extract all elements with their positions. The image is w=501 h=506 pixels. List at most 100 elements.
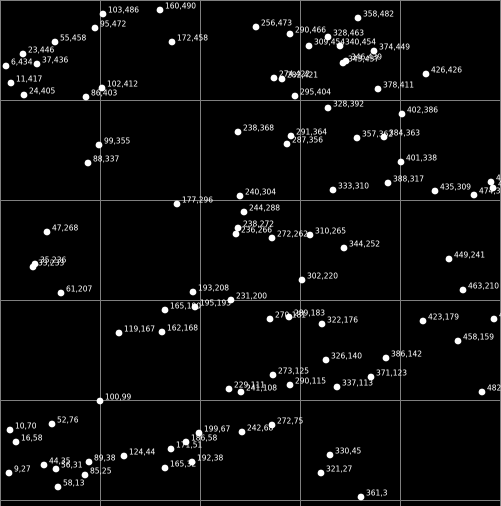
data-label: 56,31 [61, 461, 83, 470]
data-point [29, 263, 37, 271]
data-point [287, 132, 295, 140]
data-label: 24,405 [29, 87, 55, 96]
data-label: 238,368 [243, 124, 274, 133]
data-point [291, 92, 299, 100]
data-label: 282,421 [287, 71, 318, 80]
data-label: 493,312 [498, 180, 501, 189]
data-label: 241,108 [246, 384, 277, 393]
data-point [487, 178, 495, 186]
data-point [189, 288, 197, 296]
data-point [329, 186, 337, 194]
data-point [431, 187, 439, 195]
data-point [322, 356, 330, 364]
data-label: 6,434 [11, 58, 33, 67]
data-label: 103,486 [108, 6, 139, 15]
data-label: 374,449 [379, 43, 410, 52]
data-point [306, 231, 314, 239]
data-point [268, 234, 276, 242]
data-point [298, 276, 306, 284]
data-point [173, 200, 181, 208]
data-point [6, 426, 14, 434]
data-label: 343,437 [348, 55, 379, 64]
data-point [81, 471, 89, 479]
data-point [188, 458, 196, 466]
data-point [91, 24, 99, 32]
data-label: 37,436 [42, 56, 68, 65]
data-label: 326,140 [331, 352, 362, 361]
data-point [374, 85, 382, 93]
data-point [269, 371, 277, 379]
data-point [382, 354, 390, 362]
data-point [333, 383, 341, 391]
data-label: 16,58 [21, 434, 43, 443]
data-label: 242,68 [247, 424, 273, 433]
data-label: 95,472 [100, 20, 126, 29]
data-label: 55,458 [60, 34, 86, 43]
data-label: 321,27 [326, 465, 352, 474]
data-label: 371,123 [376, 369, 407, 378]
data-label: 273,125 [278, 367, 309, 376]
data-label: 89,38 [94, 454, 116, 463]
data-label: 33,233 [38, 259, 64, 268]
data-label: 463,210 [468, 282, 499, 291]
data-label: 458,159 [463, 333, 494, 342]
data-label: 256,473 [261, 19, 292, 28]
data-point [232, 230, 240, 238]
data-label: 47,268 [52, 224, 78, 233]
data-point [115, 329, 123, 337]
data-point [12, 438, 20, 446]
data-label: 244,288 [249, 204, 280, 213]
data-label: 52,76 [57, 416, 79, 425]
data-label: 287,356 [292, 136, 323, 145]
data-label: 44,35 [49, 457, 71, 466]
data-label: 124,44 [129, 448, 155, 457]
data-label: 231,200 [236, 292, 267, 301]
data-point [19, 50, 27, 58]
data-point [489, 184, 497, 192]
data-label: 333,310 [338, 182, 369, 191]
data-label: 172,458 [177, 34, 208, 43]
data-point [84, 159, 92, 167]
data-label: 85,25 [90, 467, 112, 476]
data-label: 171,51 [176, 441, 202, 450]
data-point [419, 317, 427, 325]
data-point [48, 420, 56, 428]
data-point [234, 128, 242, 136]
data-label: 474,305 [479, 187, 501, 196]
data-points [2, 6, 498, 501]
data-point [367, 373, 375, 381]
data-label: 346,439 [351, 53, 382, 62]
data-label: 386,142 [391, 350, 422, 359]
data-point [98, 84, 106, 92]
data-point [191, 303, 199, 311]
data-label: 344,252 [349, 240, 380, 249]
data-point [266, 315, 274, 323]
data-label: 384,363 [389, 129, 420, 138]
data-label: 23,446 [28, 46, 54, 55]
data-label: 61,207 [66, 285, 92, 294]
data-point [286, 381, 294, 389]
data-label: 401,338 [406, 154, 437, 163]
data-point [278, 75, 286, 83]
data-point [459, 286, 467, 294]
data-label: 309,454 [314, 38, 345, 47]
data-label: 240,304 [245, 188, 276, 197]
data-point [353, 134, 361, 142]
data-label: 88,337 [93, 155, 119, 164]
data-point [20, 91, 28, 99]
data-point [99, 10, 107, 18]
data-label: 236,266 [241, 226, 272, 235]
data-point [52, 465, 60, 473]
data-point [168, 38, 176, 46]
data-point [422, 70, 430, 78]
data-point [285, 313, 293, 321]
data-label: 272,75 [277, 417, 303, 426]
data-label: 322,176 [327, 316, 358, 325]
data-label: 193,208 [198, 284, 229, 293]
data-point [478, 388, 486, 396]
data-point [384, 179, 392, 187]
data-label: 402,386 [407, 106, 438, 115]
data-point [95, 141, 103, 149]
data-point [85, 458, 93, 466]
